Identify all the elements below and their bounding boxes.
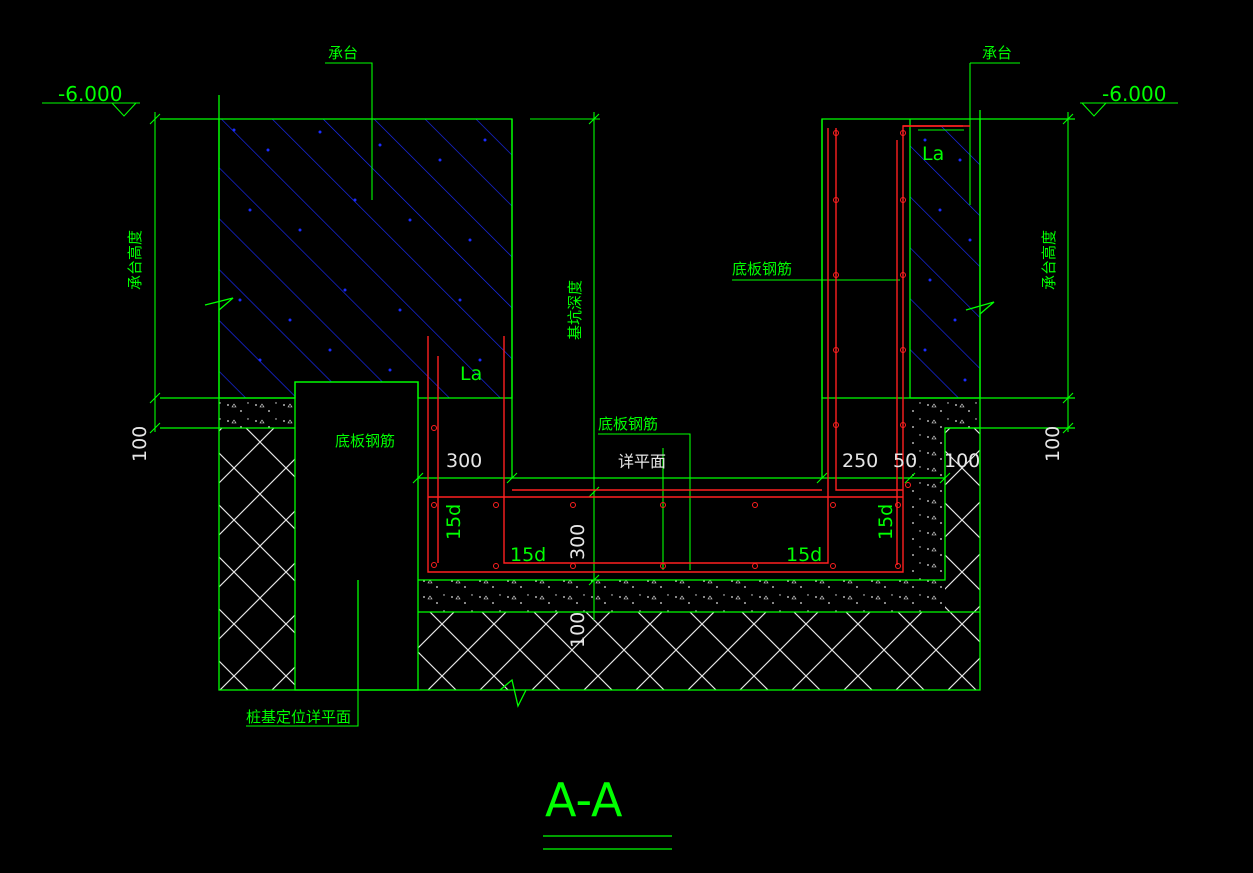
right-pile-cap [821,118,981,399]
dim-100-right-vert: 100 [1042,426,1064,462]
pile-detail-label: 桩基定位详平面 [246,708,351,726]
dim-300-vert: 300 [567,524,589,560]
dim-15d-right-vert: 15d [875,504,897,540]
soil-hatch [219,428,980,690]
slab-rebar-label-right: 底板钢筋 [732,260,792,278]
dim-15d-left-vert: 15d [443,504,465,540]
dim-300-left: 300 [446,450,482,472]
cushion-layer [219,398,980,612]
slab-rebar-label-left: 底板钢筋 [335,432,395,450]
cap-height-left: 承台高度 [126,230,144,290]
dim-100-right: 100 [944,450,980,472]
section-title: A-A [545,773,623,827]
cap-label-left: 承台 [328,44,358,62]
dimension-lines [42,62,1178,727]
detail-plan-label: 详平面 [618,452,666,471]
dim-100-left-vert: 100 [129,426,151,462]
cap-label-right: 承台 [982,44,1012,62]
dim-15d-left-horz: 15d [510,544,546,566]
level-right: -6.000 [1102,82,1166,106]
pit-depth-label: 基坑深度 [566,280,584,340]
dim-100-bottom-vert: 100 [567,612,589,648]
slab-rebar-label-center: 底板钢筋 [598,415,658,433]
left-pile-cap [218,118,513,399]
la-left: La [460,363,482,385]
dim-250: 250 [842,450,878,472]
cap-height-right: 承台高度 [1040,230,1058,290]
dim-15d-right-horz: 15d [786,544,822,566]
la-right: La [922,143,944,165]
dim-50: 50 [893,450,917,472]
rebar-dots [431,130,911,569]
rebar [427,125,970,573]
level-left: -6.000 [58,82,122,106]
